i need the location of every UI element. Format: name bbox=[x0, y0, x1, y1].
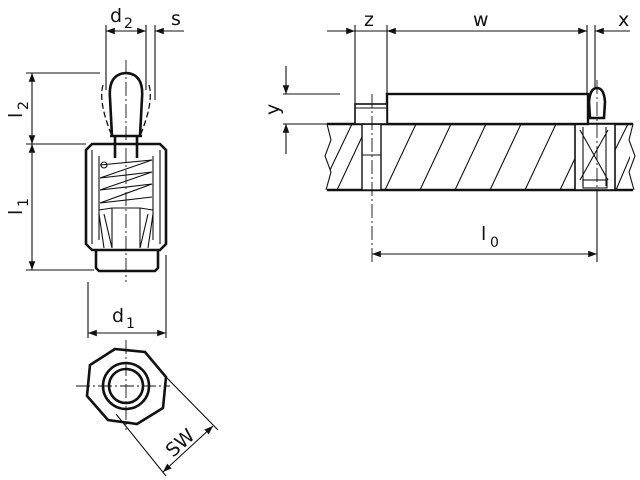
dim-d2-s: d 2 s bbox=[105, 5, 184, 100]
label-l1-sub: 1 bbox=[16, 198, 32, 207]
body bbox=[84, 142, 168, 252]
label-d1: d bbox=[112, 305, 124, 327]
label-d1-sub: 1 bbox=[126, 316, 135, 332]
label-l0-sub: 0 bbox=[490, 235, 499, 251]
label-SW: SW bbox=[162, 425, 200, 462]
label-l1: l bbox=[5, 210, 27, 215]
plunger-side-view bbox=[84, 60, 168, 282]
label-x: x bbox=[618, 9, 629, 31]
label-d2-sub: 2 bbox=[124, 16, 133, 32]
stop-block bbox=[354, 103, 388, 125]
label-z: z bbox=[364, 9, 374, 31]
knob bbox=[108, 71, 144, 137]
spring bbox=[99, 159, 153, 204]
collar bbox=[94, 250, 160, 273]
dim-d1: d 1 bbox=[87, 255, 167, 338]
label-l2-sub: 2 bbox=[16, 101, 32, 110]
bar bbox=[385, 92, 590, 126]
hex-outline bbox=[85, 347, 168, 426]
label-s: s bbox=[171, 8, 181, 30]
dim-l1-l2: l 2 l 1 bbox=[5, 72, 100, 271]
knob-swing-left bbox=[101, 84, 113, 137]
plate bbox=[324, 122, 636, 192]
label-d2: d bbox=[110, 5, 122, 27]
label-l0: l bbox=[481, 223, 486, 245]
label-y: y bbox=[262, 104, 284, 115]
label-l2: l bbox=[5, 113, 27, 118]
hex-top-view: SW bbox=[76, 340, 219, 477]
installation-view: z w x y l 0 bbox=[262, 9, 636, 262]
label-w: w bbox=[473, 9, 489, 31]
